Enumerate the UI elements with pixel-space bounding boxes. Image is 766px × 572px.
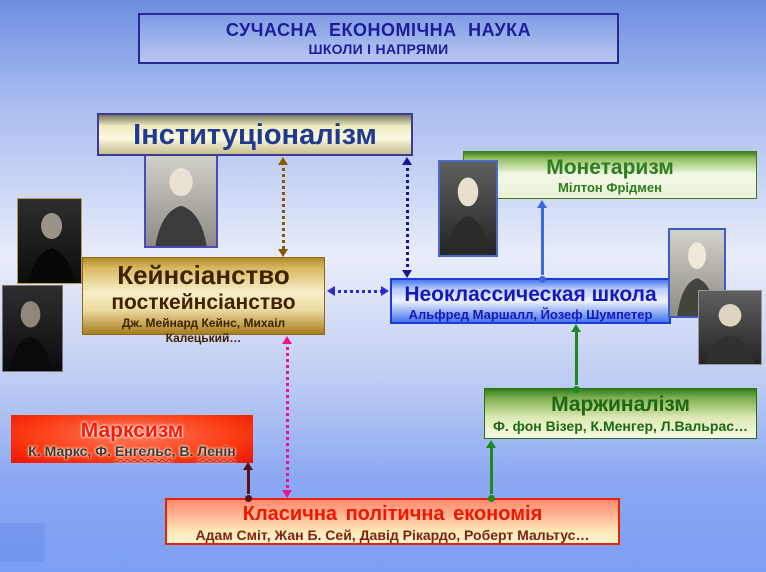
arrowhead-up-icon — [243, 462, 253, 470]
arrow-base-dot — [487, 495, 495, 502]
arrow-base-dot — [538, 276, 546, 283]
portrait-kalecki — [2, 285, 63, 372]
arrowhead-up-icon — [278, 157, 288, 165]
box-marginalism: Маржиналізм Ф. фон Візер, К.Менгер, Л.Ва… — [484, 388, 757, 439]
portrait-marshall — [668, 228, 726, 318]
neoclassical-title: Неоклассическая школа — [404, 283, 657, 306]
arrow-institutionalism-keynesianism — [278, 157, 288, 257]
monetarism-names: Мілтон Фрідмен — [558, 180, 662, 195]
marxism-name-lenin: Ленін — [197, 443, 236, 459]
portrait-veblen — [144, 153, 218, 248]
arrow-neoclassical-to-monetarism — [537, 200, 547, 283]
arrow-base-dot — [572, 386, 580, 393]
arrow-shaft — [540, 205, 544, 275]
marxism-names: К. Маркс, Ф. Енгельс, В. Ленін — [11, 443, 253, 460]
arrowhead-up-icon — [537, 200, 547, 208]
portrait-friedman — [438, 160, 498, 257]
box-keynesianism: Кейнсіанство посткейнсіанство Дж. Мейнар… — [82, 257, 325, 345]
arrowhead-down-icon — [282, 490, 292, 498]
slide-title-box: СУЧАСНА ЕКОНОМІЧНА НАУКА ШКОЛИ І НАПРЯМИ — [138, 13, 619, 64]
arrow-classical-to-marxism — [243, 462, 253, 502]
neoclassical-names: Альфред Маршалл, Йозеф Шумпетер — [408, 307, 653, 322]
arrow-shaft — [574, 329, 578, 385]
keynesianism-subtitle: посткейнсіанство — [111, 291, 296, 314]
arrow-shaft — [405, 162, 409, 273]
marginalism-title: Маржиналізм — [551, 393, 690, 416]
marxism-title: Марксизм — [80, 419, 184, 442]
box-institutionalism: Інституціоналізм — [97, 113, 413, 156]
arrow-shaft — [285, 341, 289, 493]
marxism-names-mid: , В. — [171, 443, 198, 459]
arrow-keynesianism-neoclassical — [327, 286, 389, 296]
arrowhead-left-icon — [327, 286, 335, 296]
arrow-keynesianism-classical — [282, 336, 292, 498]
arrowhead-up-icon — [282, 336, 292, 344]
monetarism-title: Монетаризм — [546, 156, 674, 179]
marxism-names-prefix: К. Маркс, Ф. — [28, 443, 115, 459]
keynesianism-title: Кейнсіанство — [117, 260, 290, 290]
classical-names: Адам Сміт, Жан Б. Сей, Давід Рікардо, Ро… — [195, 527, 590, 543]
slide-subtitle: ШКОЛИ І НАПРЯМИ — [308, 41, 449, 57]
box-marxism: Марксизм К. Маркс, Ф. Енгельс, В. Ленін — [11, 415, 253, 463]
box-monetarism: Монетаризм Мілтон Фрідмен — [463, 151, 757, 199]
marginalism-names: Ф. фон Візер, К.Менгер, Л.Вальрас… — [492, 418, 749, 434]
slide-title: СУЧАСНА ЕКОНОМІЧНА НАУКА — [225, 20, 532, 40]
arrowhead-right-icon — [381, 286, 389, 296]
classical-title: Класична політична економія — [242, 503, 543, 525]
box-classical-political-economy: Класична політична економія Адам Сміт, Ж… — [165, 498, 620, 545]
arrow-marginalism-to-neoclassical — [571, 324, 581, 393]
arrowhead-up-icon — [402, 157, 412, 165]
arrowhead-down-icon — [402, 270, 412, 278]
arrow-shaft — [281, 162, 285, 252]
portrait-schumpeter — [698, 290, 762, 365]
background-artifact — [0, 523, 45, 562]
portrait-keynes — [17, 198, 82, 284]
arrow-shaft — [489, 445, 493, 494]
arrow-shaft — [332, 289, 384, 293]
institutionalism-title: Інституціоналізм — [133, 119, 377, 151]
arrowhead-down-icon — [278, 249, 288, 257]
arrow-shaft — [246, 467, 250, 494]
arrow-classical-to-marginalism — [486, 440, 496, 502]
arrow-base-dot — [244, 495, 252, 502]
arrow-institutionalism-neoclassical — [402, 157, 412, 278]
arrowhead-up-icon — [571, 324, 581, 332]
marxism-name-engels: Енгельс — [114, 443, 172, 459]
keynesianism-names: Дж. Мейнард Кейнс, Михаіл Калецький… — [121, 316, 286, 345]
box-neoclassical: Неоклассическая школа Альфред Маршалл, Й… — [390, 278, 671, 324]
arrowhead-up-icon — [486, 440, 496, 448]
